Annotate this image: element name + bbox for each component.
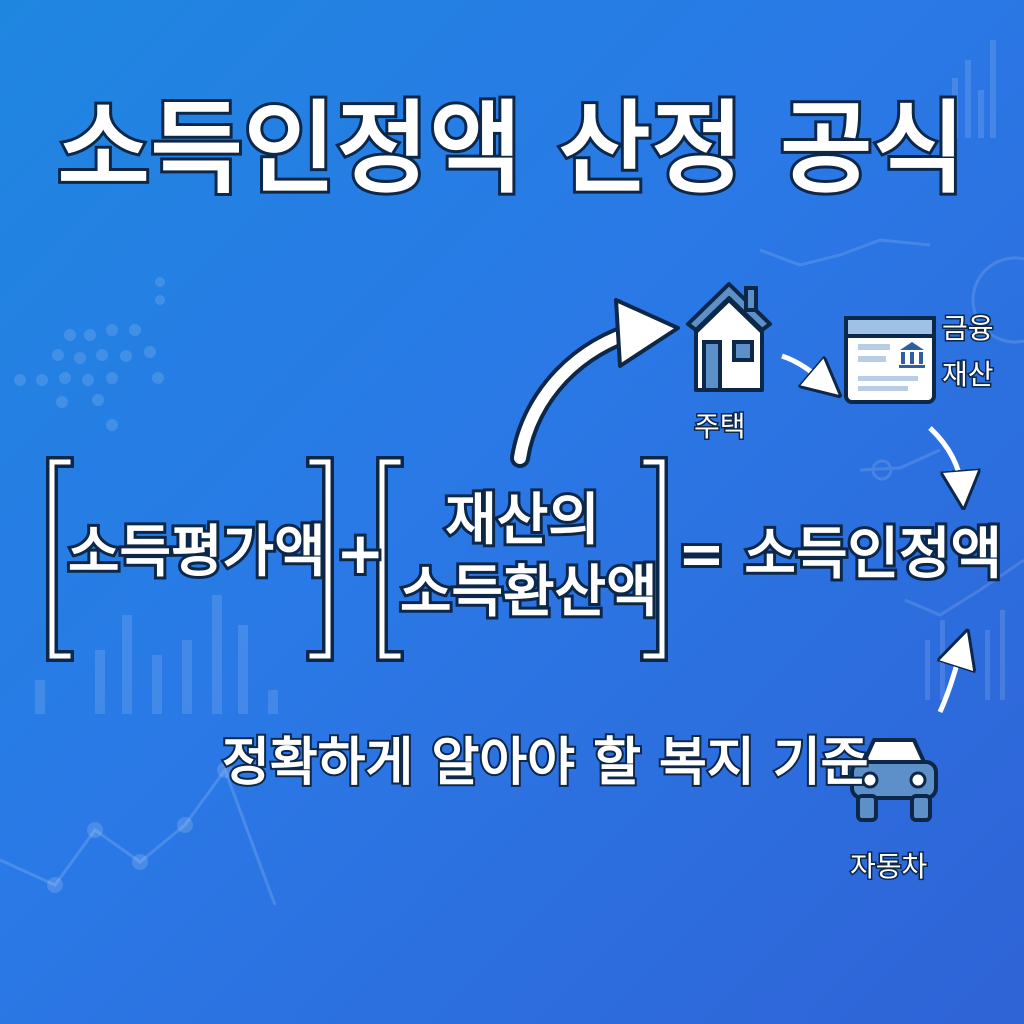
- formula-term-property-line2: 소득환산액: [397, 557, 661, 628]
- house-label: 주택: [693, 409, 748, 445]
- arrow-to-house: [510, 298, 680, 468]
- car-icon: [850, 738, 938, 822]
- page-title: 소득인정액 산정 공식: [55, 87, 969, 210]
- formula-result: = 소득인정액: [675, 519, 1005, 590]
- bank-card-icon: [844, 316, 936, 404]
- house-icon: [686, 282, 772, 392]
- finance-label-line1: 금융: [941, 311, 996, 347]
- car-label: 자동차: [848, 849, 928, 885]
- subtitle: 정확하게 알아야 할 복지 기준: [220, 731, 870, 795]
- formula-term-property-line1: 재산의: [442, 485, 603, 556]
- formula-term-income-evaluation: 소득평가액: [65, 517, 329, 588]
- finance-label-line2: 재산: [941, 357, 996, 393]
